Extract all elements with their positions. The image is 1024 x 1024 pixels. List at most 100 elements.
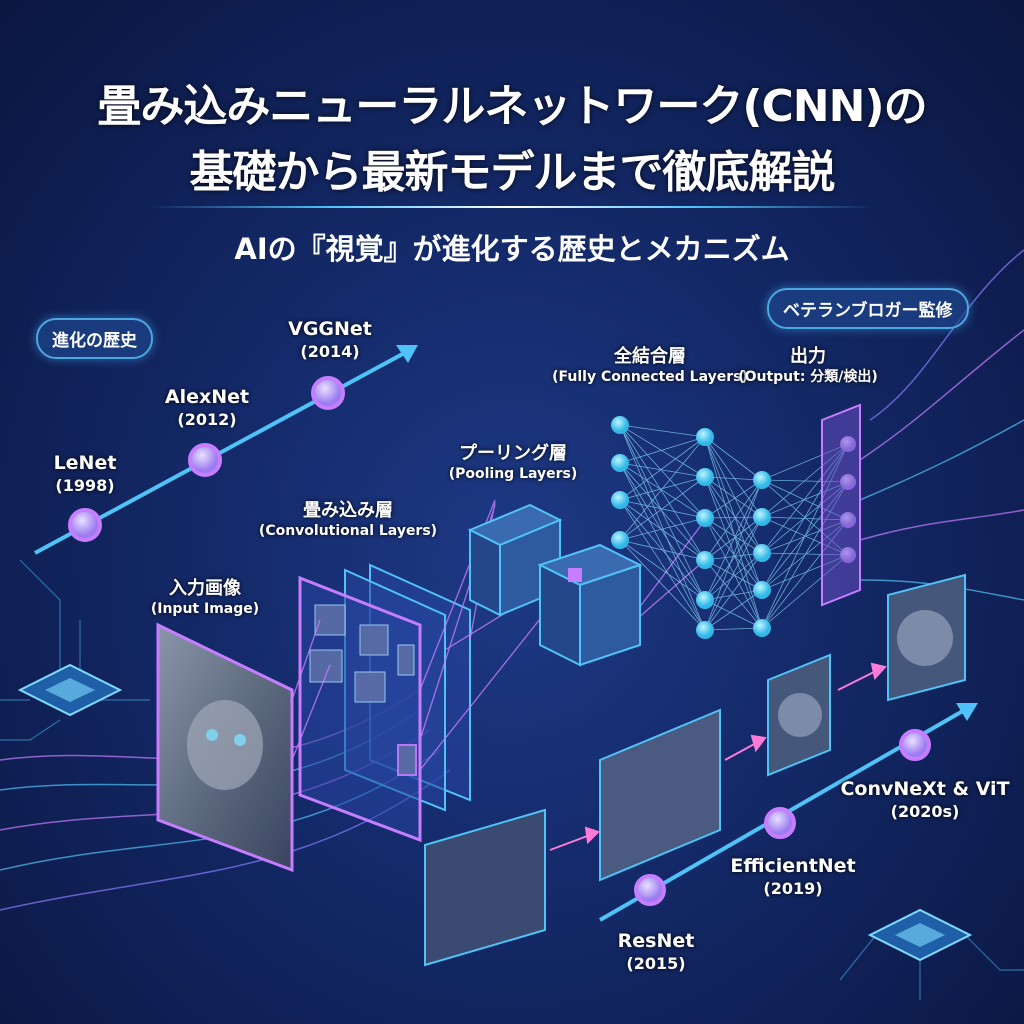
chip-icon-right (867, 908, 973, 962)
fc-edge (704, 552, 763, 601)
fc-node (696, 428, 714, 446)
fc-node (696, 591, 714, 609)
fc-edge (704, 436, 763, 554)
milestone-alexnet: AlexNet(2012) (165, 386, 249, 430)
result-images (424, 573, 966, 967)
feature-maps (309, 604, 417, 776)
fc-edge (619, 462, 706, 631)
milestone-resnet: ResNet(2015) (618, 930, 695, 974)
fc-edge (619, 424, 706, 478)
fc-node (696, 509, 714, 527)
fc-edge (704, 476, 763, 554)
title-line-1: 畳み込みニューラルネットワーク(CNN)の (97, 81, 927, 132)
fc-edge (704, 516, 763, 561)
fc-edge (619, 476, 706, 541)
fc-edge (704, 627, 763, 631)
stage-output-label: 出力(Output: 分類/検出) (738, 346, 878, 386)
fc-edge (619, 499, 706, 519)
stage-ja: 入力画像 (168, 578, 241, 599)
fc-edge (704, 436, 763, 629)
fc-edge (704, 476, 763, 481)
fc-edge (619, 424, 706, 561)
fc-edge (619, 424, 706, 438)
stage-ja: 全結合層 (613, 346, 686, 367)
milestone-name: LeNet (53, 452, 117, 474)
fc-edge (704, 517, 763, 554)
fc-edge (704, 479, 763, 519)
fc-edge (619, 424, 706, 519)
supervised-badge: ベテランブロガー監修 (767, 288, 969, 329)
fc-edge (704, 476, 763, 518)
stage-fc-label: 全結合層(Fully Connected Layers) (552, 346, 748, 386)
fc-node (753, 544, 771, 562)
milestone-convnext-vit: ConvNeXt & ViT(2020s) (840, 778, 1009, 822)
fc-edge (619, 462, 706, 601)
milestone-year: (2015) (626, 953, 686, 973)
fc-edge (704, 589, 763, 631)
fc-edge (619, 436, 706, 464)
milestone-name: EfficientNet (730, 855, 856, 877)
fc-node (611, 491, 629, 509)
fc-edge (704, 436, 763, 591)
fc-edge (704, 516, 763, 631)
fc-edge (619, 499, 706, 631)
fc-edge (704, 476, 763, 629)
fc-edge (704, 436, 763, 481)
fc-edge (704, 516, 763, 601)
fc-node (696, 551, 714, 569)
milestone-lenet: LeNet(1998) (54, 452, 117, 496)
input-cat-image (156, 622, 294, 873)
stage-en: (Output: 分類/検出) (738, 368, 878, 385)
fc-edge (704, 589, 763, 601)
stage-en: (Input Image) (150, 600, 260, 617)
stage-en: (Fully Connected Layers) (552, 368, 748, 385)
stage-ja: プーリング層 (459, 443, 567, 464)
fc-edge (619, 517, 706, 541)
chip-icon-left (17, 663, 123, 717)
stage-conv-label: 畳み込み層(Convolutional Layers) (259, 500, 437, 540)
title-line-2: 基礎から最新モデルまで徹底解説 (189, 147, 836, 198)
milestone-year: (2014) (300, 341, 360, 361)
fc-node (696, 621, 714, 639)
fc-node (753, 619, 771, 637)
fc-edge (619, 462, 706, 519)
fc-edge (704, 559, 763, 629)
pooling-cubes (467, 503, 643, 667)
flow-arrows (549, 662, 887, 851)
fc-node (753, 471, 771, 489)
milestone-name: VGGNet (288, 318, 372, 340)
fc-edge (619, 436, 706, 541)
fc-edge (704, 479, 763, 561)
fc-node (611, 416, 629, 434)
fc-edge (704, 552, 763, 561)
fc-edge (704, 559, 763, 591)
fc-node (611, 454, 629, 472)
history-badge: 進化の歴史 (36, 318, 153, 359)
milestone-year: (2019) (763, 878, 823, 898)
output-panel (821, 403, 861, 607)
milestone-year: (1998) (55, 475, 115, 495)
milestone-efficientnet: EfficientNet(2019) (730, 855, 855, 899)
fc-edge (619, 424, 706, 631)
stage-ja: 出力 (790, 346, 826, 367)
fc-edge (619, 539, 706, 561)
fc-node (611, 531, 629, 549)
stage-input-label: 入力画像(Input Image) (151, 578, 259, 618)
fc-edge (619, 539, 706, 601)
stage-pool-label: プーリング層(Pooling Layers) (449, 443, 578, 483)
fc-edge (619, 424, 706, 601)
fc-edge (704, 436, 763, 518)
fc-edge (704, 516, 763, 519)
milestone-name: AlexNet (164, 386, 250, 408)
fc-edge (619, 539, 706, 631)
milestone-vggnet: VGGNet(2014) (288, 318, 372, 362)
fc-nodes (611, 416, 856, 639)
milestone-name: ConvNeXt & ViT (840, 778, 1010, 800)
fc-edge (619, 462, 706, 561)
fc-edge (704, 476, 763, 591)
milestone-year: (2020s) (890, 801, 960, 821)
milestone-year: (2012) (177, 409, 237, 429)
fc-edge (619, 499, 706, 561)
fc-edge (704, 479, 763, 631)
